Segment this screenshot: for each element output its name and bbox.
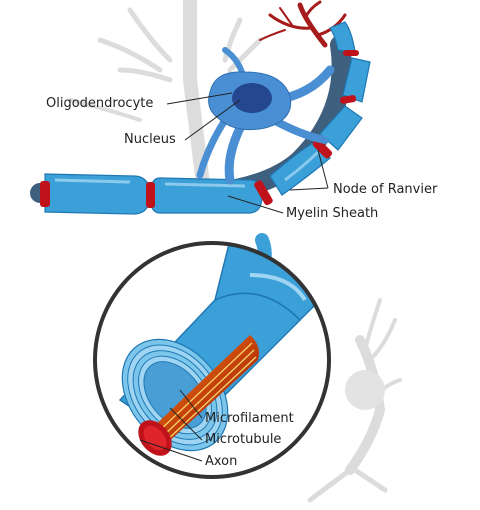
label-node-of-ranvier: Node of Ranvier <box>333 182 438 197</box>
label-axon: Axon <box>205 454 238 469</box>
label-nucleus: Nucleus <box>124 132 176 147</box>
label-microtubule: Microtubule <box>205 432 282 447</box>
label-oligodendrocyte: Oligodendrocyte <box>46 96 154 111</box>
background-cell-body <box>345 370 385 410</box>
lens-content <box>95 243 329 477</box>
background-neurons <box>68 0 402 503</box>
label-myelin-sheath: Myelin Sheath <box>286 206 379 221</box>
label-microfilament: Microfilament <box>205 411 294 426</box>
nodes-of-ranvier <box>40 50 359 208</box>
lens-ring <box>93 241 331 479</box>
dendrite-tree <box>259 0 347 48</box>
leader-lines <box>139 92 329 462</box>
myelin-highlights <box>54 150 320 188</box>
nucleus <box>232 83 272 113</box>
